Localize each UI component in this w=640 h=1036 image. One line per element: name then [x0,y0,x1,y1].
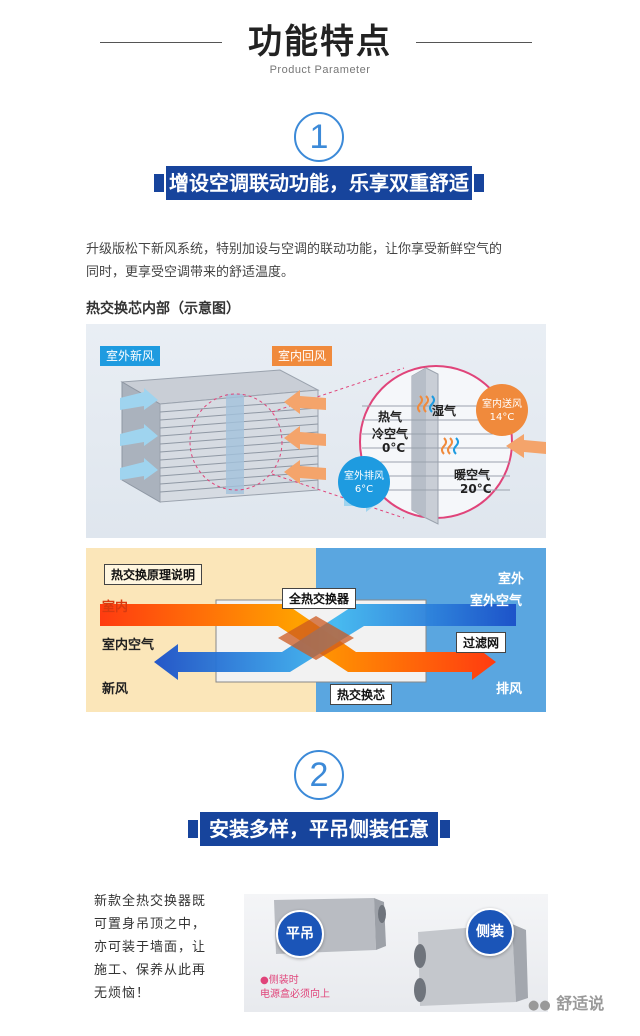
text-line-3: 亦可装于墙面，让 [94,940,207,955]
note-line-2: 电源盒必须向上 [260,989,330,1000]
side-unit-side [512,924,528,1002]
text-line-5: 无烦恼！ [94,986,151,1001]
section2-paragraph: 新款全热交换器既 可置身吊顶之中， 亦可装于墙面，让 施工、保养从此再 无烦恼！ [94,890,234,1005]
supply-temp: 14°C [489,412,515,423]
side-mount-badge: 侧装 [466,908,514,956]
label-outdoor-air: 室外空气 [470,594,523,609]
exchange-core-shape [278,616,354,660]
heat-exchange-principle-diagram: 热交换原理说明 室内 室内空气 新风 室外 室外空气 排风 全热交换器 过滤网 … [86,548,546,712]
fresh-air-arrows [120,388,158,480]
ceiling-unit-side [374,898,386,950]
text-line-4: 施工、保养从此再 [94,963,207,978]
section-number-2: 2 [294,750,344,800]
text-line-2: 可置身吊顶之中， [94,917,207,932]
side-unit-duct-top [414,944,426,968]
heat-exchange-core-diagram: 室外新风 室内回风 热气 湿气 冷空气 0°C 暖空气 20°C 室内送风 14… [86,324,546,538]
paragraph-line-2: 同时，更享受空调带来的舒适温度。 [86,265,295,280]
header-right-rule [416,42,532,43]
moisture-transfer-icon [429,395,459,455]
airflow-illustration [100,599,516,683]
label-warm-air: 暖空气 [454,468,491,482]
header-left-rule [100,42,222,43]
wechat-icon: ●● [528,998,551,1013]
zoom-line-top [271,367,405,413]
indoor-supply-badge: 室内送风 14°C [476,384,528,436]
label-cold-temp: 0°C [382,441,406,455]
label-outdoor: 室外 [498,572,525,587]
paragraph-line-1: 升级版松下新风系统，特别加设与空调的联动功能，让你享受新鲜空气的 [86,242,503,257]
note-line-1: ●侧装时 [260,975,299,986]
label-hot-air: 热气 [378,410,403,424]
page-title: 功能特点 [248,22,392,62]
magnified-plates [411,367,439,525]
label-exhaust: 排风 [496,682,523,697]
installation-photo: 平吊 侧装 ●侧装时 电源盒必须向上 [244,894,548,1012]
watermark: ●● 舒适说 [528,990,604,1014]
heat-transfer-icon [417,395,453,455]
side-mount-note: ●侧装时 电源盒必须向上 [260,974,330,1002]
label-exchange-core: 热交换芯 [330,684,393,705]
label-total-heat-exchanger: 全热交换器 [282,588,357,609]
text-line-1: 新款全热交换器既 [94,894,207,909]
page-subtitle: Product Parameter [269,64,371,76]
supply-label: 室内送风 [482,399,522,410]
core-illustration [120,365,546,525]
ceiling-mount-badge: 平吊 [276,910,324,958]
label-fresh-air: 新风 [102,682,129,697]
principle-title: 热交换原理说明 [104,564,203,585]
section1-banner: 增设空调联动功能，乐享双重舒适 [154,166,484,200]
ceiling-unit-duct [378,905,386,923]
supply-arrow [506,434,546,458]
tag-indoor-return-air: 室内回风 [272,346,333,366]
exhaust-temp: 6°C [354,484,374,495]
side-unit-duct-bottom [414,978,426,1002]
label-humidity: 湿气 [432,404,457,418]
outdoor-exhaust-badge: 室外排风 6°C [338,456,390,508]
section1-paragraph: 升级版松下新风系统，特别加设与空调的联动功能，让你享受新鲜空气的 同时，更享受空… [86,238,556,284]
label-filter: 过滤网 [456,632,507,653]
label-indoor-air: 室内空气 [102,638,155,653]
tag-outdoor-fresh-air: 室外新风 [100,346,161,366]
core-center-strip [226,394,244,494]
diagram1-heading: 热交换芯内部（示意图） [86,301,240,317]
label-cold-air: 冷空气 [372,427,409,441]
zoom-area-marker [189,393,283,491]
section2-banner: 安装多样，平吊侧装任意 [188,812,450,846]
exhaust-label: 室外排风 [344,471,384,482]
zoom-line-bottom [271,473,405,519]
return-air-arrows [284,390,326,484]
watermark-text: 舒适说 [556,994,605,1013]
section-number-1: 1 [294,112,344,162]
label-warm-temp: 20°C [460,482,492,496]
indoor-exhaust-flow [100,604,496,680]
label-indoor: 室内 [102,600,129,615]
